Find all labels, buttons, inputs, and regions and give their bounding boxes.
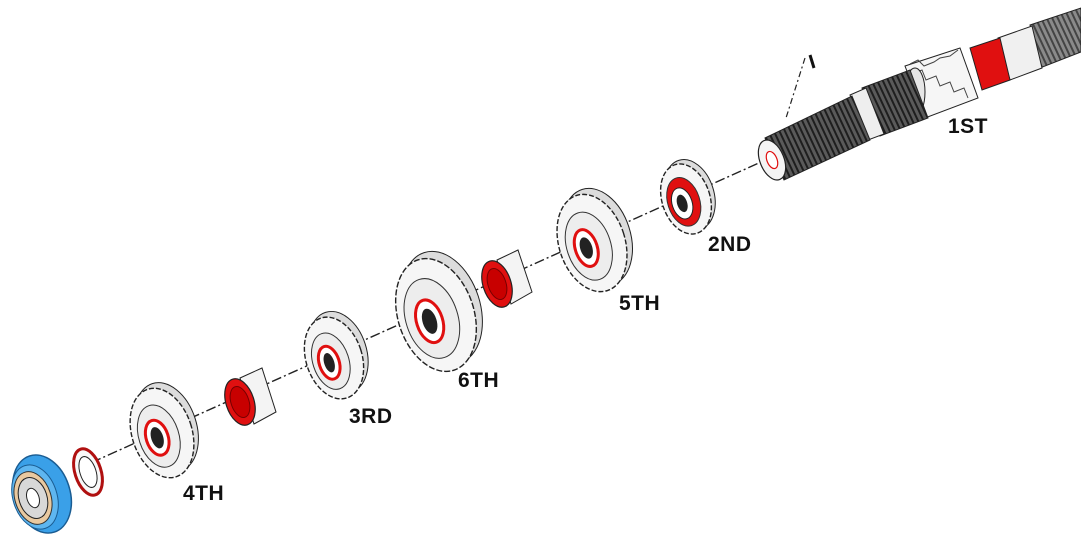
thrust-washer-small — [72, 447, 104, 497]
ball-bearing — [11, 454, 73, 534]
label-1st-gear: 1ST — [948, 115, 989, 138]
label-5th-gear: 5TH — [619, 292, 661, 315]
fourth-gear — [129, 382, 199, 479]
fifth-gear — [556, 187, 633, 293]
label-6th-gear: 6TH — [458, 369, 500, 392]
sixth-gear — [394, 250, 483, 373]
label-2nd-gear: 2ND — [708, 233, 752, 256]
label-4th-gear: 4TH — [183, 482, 225, 505]
spacer-sleeve-left — [224, 367, 277, 426]
third-gear — [303, 310, 369, 400]
label-3rd-gear: 3RD — [349, 405, 393, 428]
main-shaft — [757, 7, 1081, 181]
second-gear — [659, 159, 716, 235]
spacer-sleeve-right — [481, 249, 533, 308]
